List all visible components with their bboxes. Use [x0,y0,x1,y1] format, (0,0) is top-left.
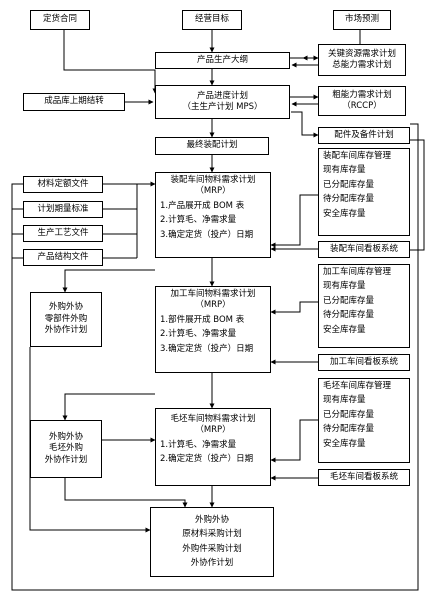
final-assembly-label: 最终装配计划 [186,140,238,151]
machining-mrp-title: 加工车间物料需求计划 [170,289,256,299]
arrow-contract-to-schedule [63,30,158,94]
outsource-blanks-line-1: 外购外协 [48,431,83,442]
contract-label: 定货合同 [42,14,77,25]
doc-period-standard: 计划期量标准 [23,201,103,218]
arrow-blank-inventory [270,419,318,463]
spare-parts-box: 配件及备件计划 [318,127,410,144]
blank-mrp-step-1: 1.计算毛、净需求量 [160,439,237,450]
procurement-line-1: 外购外协 [194,514,229,525]
blank-mrp-title: 毛坯车间物料需求计划 [170,414,256,424]
arrow-machining-inventory [270,301,318,315]
contract-box: 定货合同 [30,10,90,30]
outsource-blanks-line-2: 毛坯外购 [48,443,83,454]
machining-mrp-step-2: 2.计算毛、净需求量 [160,329,237,340]
procurement-line-2: 原材料采购计划 [182,529,242,540]
blank-inventory-item-1: 现有库存量 [323,395,366,406]
assembly-inventory-item-2: 已分配库存量 [323,179,375,190]
procurement-box: 外购外协 原材料采购计划 外购件采购计划 外协作计划 [150,507,274,577]
blank-mrp-step-2: 2.确定定货（投产）日期 [160,454,254,465]
machining-inventory-item-1: 现有库存量 [323,281,366,292]
blank-kanban-label: 毛坯车间看板系统 [329,471,398,482]
left-return-bus [11,123,419,591]
assembly-mrp-title: 装配车间物料需求计划 [170,175,256,185]
arrow-machining-to-outsource [62,393,155,421]
blank-inventory-item-3: 待分配库存量 [323,424,375,435]
resource-req-box: 关键资源需求计划 总能力需求计划 [318,44,406,76]
blank-mrp-box: 毛坯车间物料需求计划 （MRP） 1.计算毛、净需求量 2.确定定货（投产）日期 [155,408,271,486]
assembly-mrp-subtitle: （MRP） [195,186,231,197]
doc-material-quota: 材料定额文件 [23,176,103,193]
outsource-parts-line-1: 外购外协 [48,302,83,313]
arrow-assembly-to-outsource [62,269,155,293]
assembly-mrp-box: 装配车间物料需求计划 （MRP） 1.产品展开成 BOM 表 2.计算毛、净需求… [155,172,271,258]
doc-process: 生产工艺文件 [23,225,103,242]
assembly-mrp-step-3: 3.确定定货（投产）日期 [160,229,254,240]
doc-material-quota-label: 材料定额文件 [37,178,89,189]
machining-mrp-step-3: 3.确定定货（投产）日期 [160,343,254,354]
procurement-line-4: 外协作计划 [190,557,234,568]
machining-inventory-item-4: 安全库存量 [323,324,366,335]
production-plan-label: 产品生产大纲 [196,54,248,65]
machining-kanban-box: 加工车间看板系统 [318,354,410,371]
production-plan-box: 产品生产大纲 [155,52,290,69]
resource-req-line-1: 关键资源需求计划 [327,48,396,59]
mps-line-2: （主生产计划 MPS） [182,102,263,112]
resource-req-line-2: 总能力需求计划 [332,60,392,70]
blank-inventory-item-2: 已分配库存量 [323,409,375,420]
assembly-kanban-label: 装配车间看板系统 [329,243,398,254]
machining-mrp-subtitle: （MRP） [195,300,231,311]
blank-mrp-subtitle: （MRP） [195,425,231,436]
arrow-assembly-inventory [270,194,318,248]
goal-box: 经营目标 [182,10,242,30]
arrow-outsource-parts-down [29,347,151,533]
final-assembly-box: 最终装配计划 [155,137,269,155]
forecast-box: 市场预测 [333,10,391,30]
machining-mrp-box: 加工车间物料需求计划 （MRP） 1.部件展开成 BOM 表 2.计算毛、净需求… [155,286,271,373]
procurement-line-3: 外购件采购计划 [182,543,242,554]
assembly-kanban-box: 装配车间看板系统 [318,241,410,258]
blank-inventory-box: 毛坯车间库存管理 现有库存量 已分配库存量 待分配库存量 安全库存量 [318,378,410,463]
rccp-box: 粗能力需求计划 （RCCP） [318,86,406,116]
assembly-inventory-item-3: 待分配库存量 [323,194,375,205]
spare-parts-label: 配件及备件计划 [334,129,394,140]
doc-process-label: 生产工艺文件 [37,227,89,238]
assembly-mrp-step-1: 1.产品展开成 BOM 表 [160,200,245,211]
outsource-parts-line-2: 零部件外购 [44,313,88,324]
arrow-outsource-blanks-down [64,478,188,508]
arrow-schedule-to-spares [291,111,319,138]
rccp-line-1: 粗能力需求计划 [332,89,392,100]
machining-kanban-label: 加工车间看板系统 [329,356,398,367]
assembly-inventory-item-4: 安全库存量 [323,208,366,219]
outsource-blanks-box: 外购外协 毛坯外购 外协作计划 [30,420,102,478]
machining-inventory-item-3: 待分配库存量 [323,310,375,321]
mps-box: 产品进度计划 （主生产计划 MPS） [155,85,290,119]
assembly-inventory-title: 装配车间库存管理 [323,151,392,161]
doc-product-structure: 产品结构文件 [23,249,103,266]
outsource-parts-line-3: 外协作计划 [44,325,88,336]
doc-product-structure-label: 产品结构文件 [37,251,89,262]
machining-inventory-item-2: 已分配库存量 [323,295,375,306]
assembly-mrp-step-2: 2.计算毛、净需求量 [160,215,237,226]
goal-label: 经营目标 [194,14,229,25]
mps-line-1: 产品进度计划 [196,90,248,101]
blank-inventory-item-4: 安全库存量 [323,438,366,449]
finished-goods-box: 成品库上期结转 [23,93,125,111]
blank-inventory-title: 毛坯车间库存管理 [323,381,392,391]
outsource-parts-box: 外购外协 零部件外购 外协作计划 [30,292,102,347]
assembly-inventory-box: 装配车间库存管理 现有库存量 已分配库存量 待分配库存量 安全库存量 [318,148,410,236]
machining-mrp-step-1: 1.部件展开成 BOM 表 [160,314,245,325]
machining-inventory-box: 加工车间库存管理 现有库存量 已分配库存量 待分配库存量 安全库存量 [318,264,410,348]
arrow-spares-to-inventory [410,139,425,251]
rccp-line-2: （RCCP） [342,101,382,111]
machining-inventory-title: 加工车间库存管理 [323,267,392,277]
outsource-blanks-line-3: 外协作计划 [44,454,88,465]
doc-period-standard-label: 计划期量标准 [37,203,89,214]
assembly-inventory-item-1: 现有库存量 [323,165,366,176]
finished-goods-label: 成品库上期结转 [44,96,104,107]
blank-kanban-box: 毛坯车间看板系统 [318,469,410,486]
forecast-label: 市场预测 [344,14,379,25]
